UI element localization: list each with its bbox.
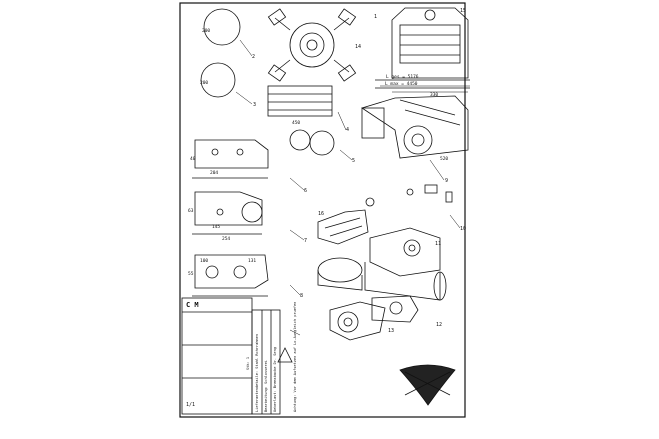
label-7: 7 [304,238,307,244]
dim-330: 330 [430,92,438,98]
assembly-top-right [391,7,469,79]
dim-l-max: L max = 4450 [385,81,418,87]
part-circle-second [200,62,236,98]
title-row-3: Ueberlast: Bremsbacke Dr. Seng [273,347,277,412]
title-company: C M [186,301,199,309]
label-2: 2 [252,54,255,60]
dim-40: 40 [190,156,196,162]
dim-131: 131 [248,258,256,264]
dim-200-a: 200 [202,28,210,34]
label-16: 16 [318,211,324,217]
label-14: 14 [355,44,361,50]
dim-145: 145 [212,224,220,230]
tube-part [267,85,333,117]
dim-200-b: 200 [200,80,208,86]
label-3: 3 [253,102,256,108]
plate-two [192,191,263,235]
title-row-2: Bearbeitung: Schlosserei [264,360,268,412]
label-8: 8 [300,293,303,299]
dim-100: 100 [200,258,208,264]
dim-55: 55 [188,271,194,277]
label-5: 5 [352,158,355,164]
part-circle-top [203,8,241,46]
assembly-middle-right [361,79,470,159]
label-4: 4 [346,127,349,133]
label-11: 11 [435,241,441,247]
label-9: 9 [445,178,448,184]
disc-part [289,129,311,151]
sail-symbol [399,364,456,406]
warning-text: Achtung: Vor dem Aufsetzen auf Lo-Ausgle… [293,302,297,412]
label-6: 6 [304,188,307,194]
label-13: 13 [388,328,394,334]
label-15: 15 [460,8,466,14]
exploded-assembly [317,184,453,341]
title-sheet: 1/1 [186,402,195,408]
label-12: 12 [436,322,442,328]
title-row-1: Lieferantendetaile: Stahl Rohrrahmen [255,334,259,412]
dim-l-ges: L ges = 5176 [386,74,419,80]
dim-520: 520 [440,156,448,162]
dim-450: 450 [292,120,300,126]
title-row-4: Stk: 1 [246,357,250,370]
dim-204: 204 [210,170,218,176]
dim-63: 63 [188,208,194,214]
label-1: 1 [374,14,377,20]
warning-triangle-icon [277,347,293,363]
plate-three [192,254,269,297]
disc-part-2 [309,130,335,156]
hub-part [267,8,357,82]
plate-one [192,139,269,179]
label-10: 10 [460,226,466,232]
sheet-border [179,2,466,418]
dim-254: 254 [222,236,230,242]
title-block [181,297,281,415]
